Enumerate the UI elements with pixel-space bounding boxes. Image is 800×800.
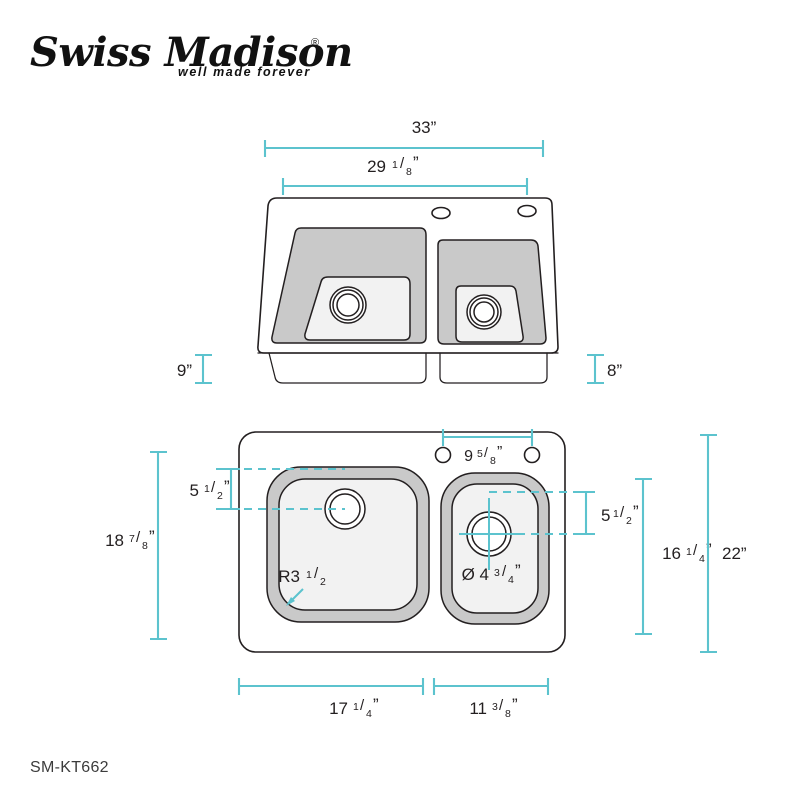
right-bowl-width-suffix: ” (512, 695, 518, 714)
overall-depth-label: 22” (722, 544, 747, 563)
perspective-sink-view (257, 197, 559, 384)
model-number: SM-KT662 (30, 759, 109, 776)
faucet-hole-spacing-dimension: 9 5 / 8 ” (441, 429, 534, 467)
left-bowl-depth-label: 9” (177, 361, 192, 380)
plan-left-bowl-basin (278, 478, 418, 611)
cutout-width-dimension: 29 1 / 8 ” (281, 153, 529, 195)
right-drain-offset-denominator: 2 (626, 515, 632, 527)
drain-diameter-denominator: 4 (508, 574, 514, 586)
drain-diameter-label: Ø 4 (462, 565, 489, 584)
bowl-front-back-label: 16 (662, 544, 681, 563)
faucet-hole-spacing-suffix: ” (497, 444, 502, 461)
left-bowl-width-dimension: 17 1 / 4 ” (237, 678, 425, 720)
left-bowl-width-slash: / (360, 697, 365, 714)
right-bowl-width-label: 11 (469, 699, 487, 718)
faucet-hole-spacing-slash: / (484, 444, 488, 460)
cutout-width-slash: / (400, 155, 405, 172)
plan-sink-view: R3 1 / 2 Ø 4 3 / (238, 431, 566, 653)
cutout-depth-label: 18 (105, 531, 124, 550)
right-bowl-depth-dimension: 8” (587, 353, 622, 385)
overall-width-dimension: 33” (263, 118, 545, 157)
perspective-faucet-hole-left (431, 206, 451, 220)
cutout-width-fraction: 1 (392, 159, 398, 171)
perspective-faucet-hole-right (517, 204, 537, 218)
corner-radius-callout: R3 1 / 2 (278, 565, 326, 606)
corner-radius-denominator: 2 (320, 576, 326, 588)
cutout-width-denominator: 8 (406, 166, 412, 178)
right-drain-offset-suffix: ” (633, 502, 639, 521)
drain-diameter-slash: / (502, 563, 507, 580)
faucet-hole-spacing-denominator: 8 (490, 455, 496, 467)
bowl-front-back-numerator: 1 (686, 546, 692, 558)
left-drain-offset-slash: / (211, 479, 216, 496)
right-drain-offset-label: 5 (601, 506, 610, 525)
overall-width-label: 33” (412, 118, 437, 137)
plan-faucet-hole-right (523, 446, 541, 464)
perspective-right-bowl-underside (439, 352, 548, 384)
right-bowl-depth-label: 8” (607, 361, 622, 380)
cutout-depth-slash: / (136, 529, 141, 546)
left-drain-offset-label: 5 (190, 481, 199, 500)
left-drain-offset-numerator: 1 (204, 483, 210, 495)
corner-radius-label: R3 (278, 567, 300, 586)
brand-tagline: well made forever (178, 65, 311, 79)
cutout-width-suffix: ” (413, 153, 419, 172)
left-drain-offset-dimension: 5 1 / 2 ” (190, 467, 345, 511)
bowl-front-back-dimension: 16 1 / 4 ” (635, 477, 712, 636)
right-drain-offset-slash: / (620, 504, 625, 521)
faucet-hole-spacing-numerator: 5 (477, 448, 483, 460)
left-bowl-width-numerator: 1 (353, 701, 359, 713)
corner-radius-slash: / (314, 565, 319, 582)
cutout-width-label: 29 (367, 157, 386, 176)
plan-deck-outline (238, 431, 566, 653)
cutout-depth-dimension: 18 7 / 8 ” (105, 450, 167, 641)
perspective-left-drain-inner (336, 293, 360, 317)
cutout-depth-denominator: 8 (142, 540, 148, 552)
brand-name: Swiss Madison (30, 29, 353, 76)
faucet-hole-spacing-label: 9 (464, 448, 473, 465)
right-bowl-width-denominator: 8 (505, 708, 511, 720)
bowl-front-back-slash: / (693, 542, 698, 559)
left-bowl-width-label: 17 (329, 699, 348, 718)
plan-faucet-hole-left (434, 446, 452, 464)
right-bowl-width-numerator: 3 (492, 701, 498, 713)
perspective-left-bowl-underside (268, 352, 427, 384)
corner-radius-numerator: 1 (306, 569, 312, 581)
bowl-front-back-denominator: 4 (699, 553, 705, 565)
right-bowl-width-dimension: 11 3 / 8 ” (432, 678, 550, 720)
right-drain-offset-numerator: 1 (613, 508, 619, 520)
left-drain-offset-suffix: ” (224, 477, 230, 496)
right-bowl-width-slash: / (499, 697, 504, 714)
drain-diameter-suffix: ” (515, 561, 521, 580)
cutout-depth-numerator: 7 (129, 533, 135, 545)
corner-radius-arrowhead (286, 597, 295, 606)
perspective-right-drain-inner (473, 301, 495, 323)
registered-mark: ® (311, 37, 319, 49)
right-drain-offset-dimension: 5 1 / 2 ” (489, 490, 639, 536)
overall-depth-dimension: 22” (700, 433, 747, 654)
left-drain-offset-denominator: 2 (217, 490, 223, 502)
left-bowl-depth-dimension: 9” (177, 353, 212, 385)
cutout-depth-suffix: ” (149, 527, 155, 546)
drain-diameter-callout: Ø 4 3 / 4 ” (462, 561, 521, 586)
left-bowl-width-denominator: 4 (366, 708, 372, 720)
drain-diameter-numerator: 3 (494, 567, 500, 579)
left-bowl-width-suffix: ” (373, 695, 379, 714)
brand-logo: Swiss Madison ® well made forever (30, 29, 353, 79)
